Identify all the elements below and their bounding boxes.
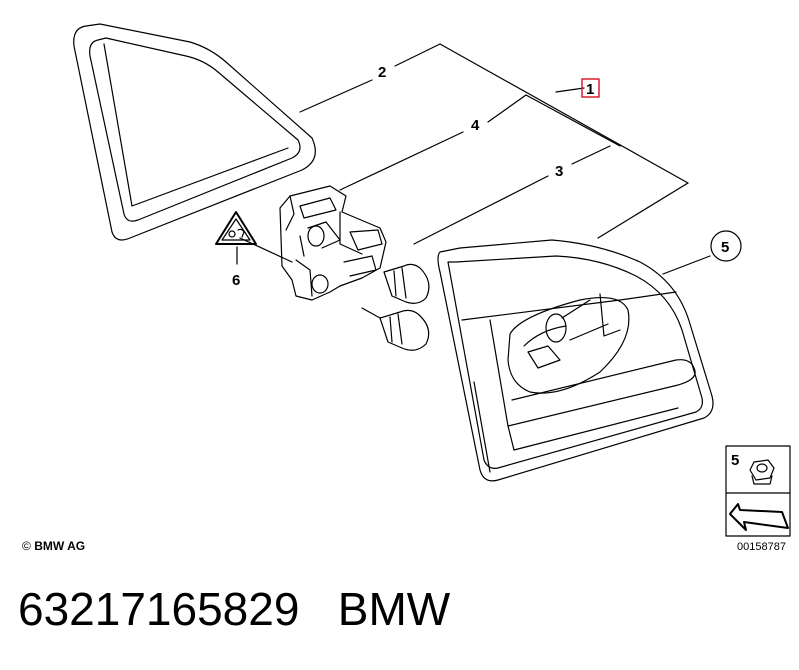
bulb-holder-part-4 bbox=[279, 185, 387, 301]
callout-circle-5 bbox=[710, 230, 742, 262]
label-part-4: 4 bbox=[471, 117, 480, 134]
brand-name: BMW bbox=[337, 583, 451, 635]
copyright-notice: © BMW AG bbox=[22, 539, 85, 553]
label-part-5: 5 bbox=[721, 239, 729, 256]
part-number: 63217165829 bbox=[18, 583, 300, 635]
legend-box bbox=[725, 445, 791, 537]
parts-diagram: 2 4 3 1 5 6 5 bbox=[73, 23, 791, 537]
warning-triangle-icon bbox=[215, 211, 257, 245]
gasket-part-2 bbox=[73, 23, 316, 241]
arrow-icon bbox=[729, 503, 789, 531]
copyright-text: BMW AG bbox=[34, 539, 86, 553]
leader-lines bbox=[236, 43, 711, 275]
label-part-1: 1 bbox=[586, 81, 594, 98]
copyright-symbol: © bbox=[22, 539, 31, 553]
diagram-number: 00158787 bbox=[737, 541, 786, 553]
tail-light-part-1 bbox=[437, 239, 714, 482]
legend-label-5: 5 bbox=[731, 452, 739, 469]
label-part-2: 2 bbox=[378, 64, 386, 81]
label-part-3: 3 bbox=[555, 163, 563, 180]
bulb-part-3-bottom bbox=[361, 307, 430, 351]
callout-box-1 bbox=[581, 78, 600, 98]
part-number-line: 63217165829 BMW bbox=[18, 582, 450, 636]
bulb-part-3-top bbox=[383, 263, 430, 304]
label-part-6: 6 bbox=[232, 272, 240, 289]
nut-icon bbox=[749, 459, 775, 485]
